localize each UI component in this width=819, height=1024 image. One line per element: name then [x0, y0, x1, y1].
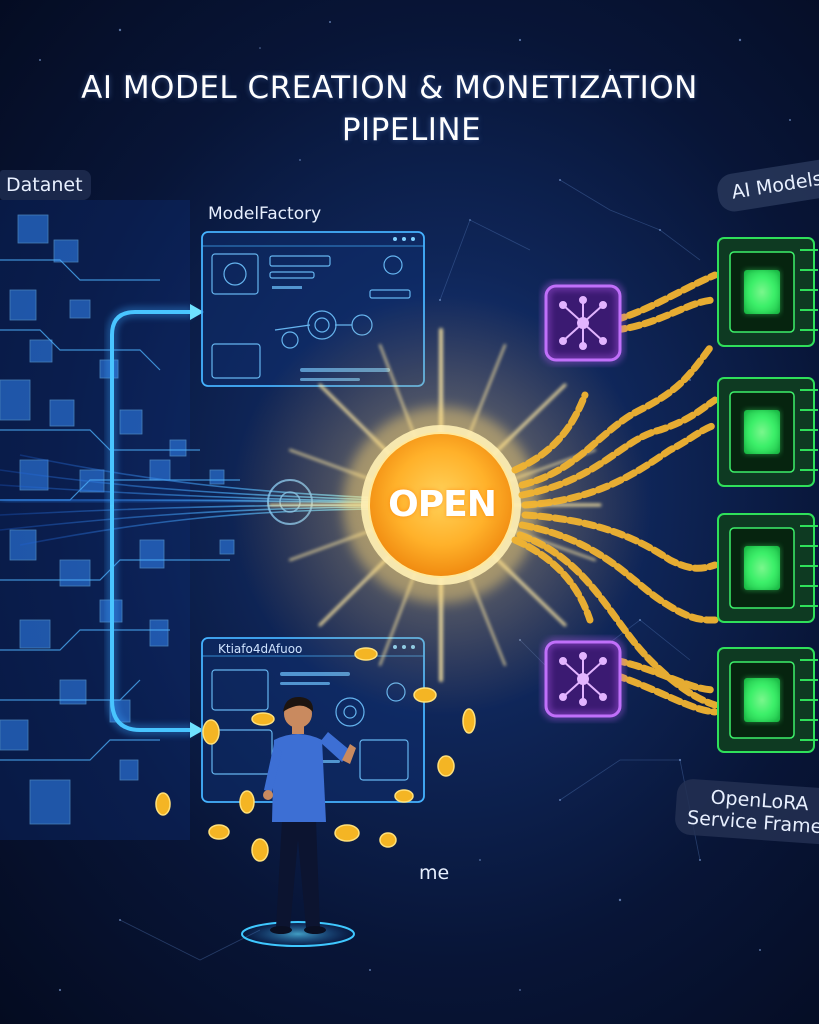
ai-model-chip	[718, 514, 818, 622]
model-factory-label: ModelFactory	[208, 204, 321, 224]
open-logo: OPEN	[382, 484, 502, 525]
ai-model-chip	[718, 238, 818, 346]
title-line-1: AI MODEL CREATION & MONETIZATION	[0, 70, 799, 106]
network-hub	[546, 642, 620, 716]
network-hub	[546, 286, 620, 360]
ai-model-chip	[718, 648, 818, 752]
title-line-2: PIPELINE	[2, 112, 819, 148]
secondary-panel-title: Ktiafo4dAfuoo	[218, 642, 302, 656]
me-label: me	[419, 862, 449, 884]
ai-model-chip	[718, 378, 818, 486]
datanet-label: Datanet	[0, 170, 91, 200]
